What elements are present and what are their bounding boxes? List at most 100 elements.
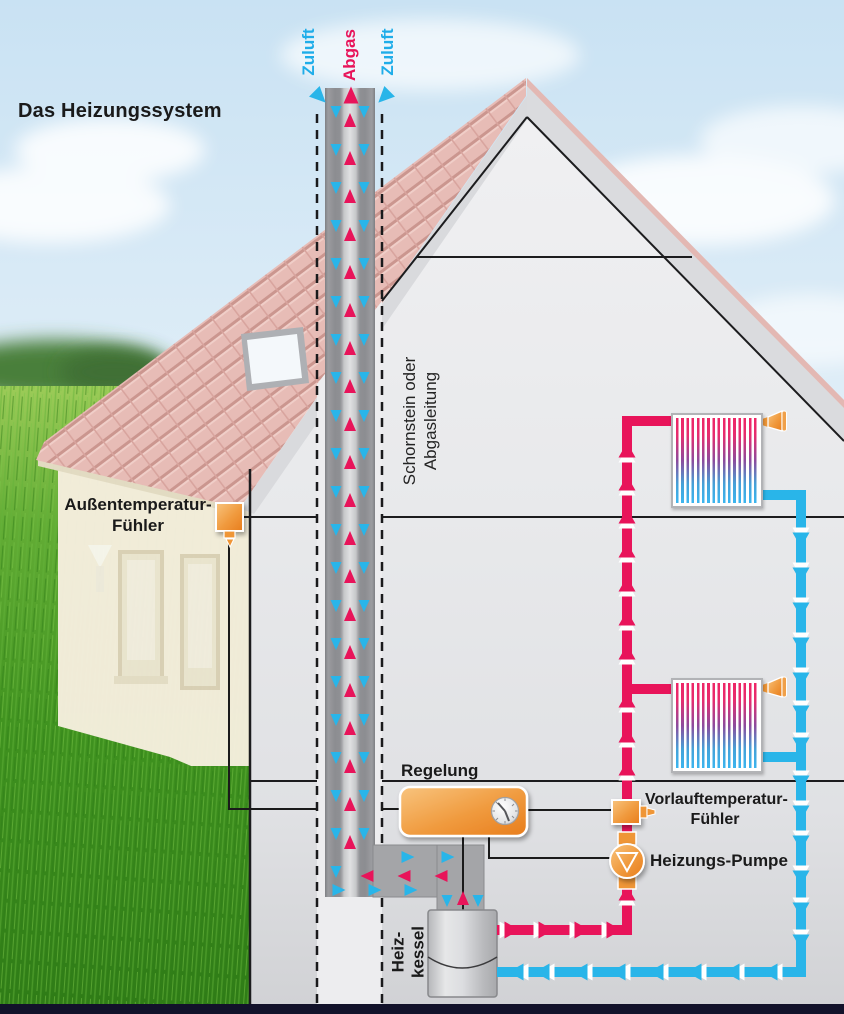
flow-arrow xyxy=(330,182,342,194)
ground-bar xyxy=(0,1004,844,1014)
flow-arrow xyxy=(344,151,356,165)
flow-arrow xyxy=(434,870,448,882)
flow-arrow xyxy=(618,885,636,901)
flow-arrow xyxy=(330,638,342,650)
flow-arrow xyxy=(344,683,356,697)
flow-arrow xyxy=(309,86,326,103)
flow-arrow xyxy=(330,144,342,156)
flow-arrow xyxy=(358,448,370,460)
flow-arrow xyxy=(792,532,810,548)
flow-arrow xyxy=(618,610,636,626)
flow-arrow xyxy=(358,486,370,498)
house-interior xyxy=(250,117,844,1004)
flow-arrow xyxy=(330,752,342,764)
flow-arrow xyxy=(792,672,810,688)
flow-arrow xyxy=(330,600,342,612)
flow-arrow xyxy=(441,895,453,907)
control-unit-label: Regelung xyxy=(401,761,479,780)
flow-arrow xyxy=(618,727,636,743)
pump-triangle-icon xyxy=(615,852,639,874)
flow-arrow xyxy=(344,835,356,849)
flow-arrow xyxy=(358,714,370,726)
flow-arrow xyxy=(343,86,359,104)
flow-arrow xyxy=(792,870,810,886)
flow-arrow xyxy=(618,508,636,524)
flow-arrow xyxy=(368,884,382,896)
flow-arrow xyxy=(378,86,395,103)
flow-arrow xyxy=(344,113,356,127)
flow-arrow xyxy=(618,576,636,592)
flow-arrow xyxy=(360,870,374,882)
flow-arrow xyxy=(792,737,810,753)
flow-arrow xyxy=(792,637,810,653)
flow-arrow xyxy=(344,493,356,507)
flow-temperature-sensor xyxy=(611,799,656,825)
flow-arrow xyxy=(358,790,370,802)
flow-arrow xyxy=(358,752,370,764)
flow-arrow xyxy=(472,895,484,907)
flow-arrow xyxy=(344,455,356,469)
flow-arrow xyxy=(330,524,342,536)
flow-arrow xyxy=(534,963,550,981)
flow-arrow xyxy=(404,884,418,896)
flow-arrow xyxy=(330,486,342,498)
flow-arrow xyxy=(332,884,346,896)
flow-arrow xyxy=(330,828,342,840)
flow-arrow xyxy=(344,303,356,317)
flow-arrow xyxy=(358,296,370,308)
flow-arrow xyxy=(358,182,370,194)
flow-arrow xyxy=(792,835,810,851)
flow-arrow xyxy=(618,644,636,660)
flow-arrow xyxy=(618,442,636,458)
flow-arrow xyxy=(397,870,411,882)
flow-arrow xyxy=(330,296,342,308)
outdoor-sensor-label: Außentemperatur- Fühler xyxy=(64,495,212,535)
flow-arrow xyxy=(610,963,626,981)
grass-foreground xyxy=(58,726,252,1014)
flow-arrow xyxy=(618,760,636,776)
flow-arrow xyxy=(344,379,356,393)
roof-left xyxy=(36,78,528,514)
flow-arrow xyxy=(574,921,590,939)
radiator-fins xyxy=(676,683,758,768)
flow-arrow xyxy=(792,705,810,721)
flow-arrow xyxy=(330,220,342,232)
flow-arrow xyxy=(344,265,356,279)
outdoor-sensor xyxy=(215,502,244,549)
flow-arrow xyxy=(508,963,524,981)
flow-arrow xyxy=(792,602,810,618)
flow-arrow xyxy=(330,714,342,726)
flow-arrow xyxy=(330,676,342,688)
supply-air-label-left: Zuluft xyxy=(299,28,319,76)
flow-arrow xyxy=(358,562,370,574)
flow-arrow xyxy=(792,934,810,950)
flow-arrow xyxy=(358,410,370,422)
flow-arrow xyxy=(344,341,356,355)
flow-arrow xyxy=(358,144,370,156)
flow-arrow xyxy=(358,524,370,536)
flow-arrow xyxy=(330,334,342,346)
flow-arrow xyxy=(330,410,342,422)
flow-arrow xyxy=(724,963,740,981)
flow-arrow xyxy=(330,866,342,878)
pump-label: Heizungs-Pumpe xyxy=(650,851,788,870)
flow-arrow xyxy=(618,692,636,708)
flow-arrow xyxy=(358,372,370,384)
exhaust-gas-label: Abgas xyxy=(340,29,360,81)
page-title: Das Heizungssystem xyxy=(18,100,222,122)
supply-air-label-right: Zuluft xyxy=(378,28,398,76)
flow-arrow xyxy=(358,676,370,688)
radiator-valves xyxy=(762,410,787,698)
roof-right xyxy=(527,78,844,442)
flow-arrow xyxy=(358,828,370,840)
flow-arrow xyxy=(330,562,342,574)
flow-arrow xyxy=(792,902,810,918)
heating-pump xyxy=(609,831,645,890)
flow-arrow xyxy=(792,805,810,821)
flow-arrow xyxy=(344,531,356,545)
flow-arrow xyxy=(358,334,370,346)
flow-sensor-label: Vorlauftemperatur- Fühler xyxy=(645,791,788,828)
radiator-fins xyxy=(676,418,758,503)
flow-arrow xyxy=(358,106,370,118)
